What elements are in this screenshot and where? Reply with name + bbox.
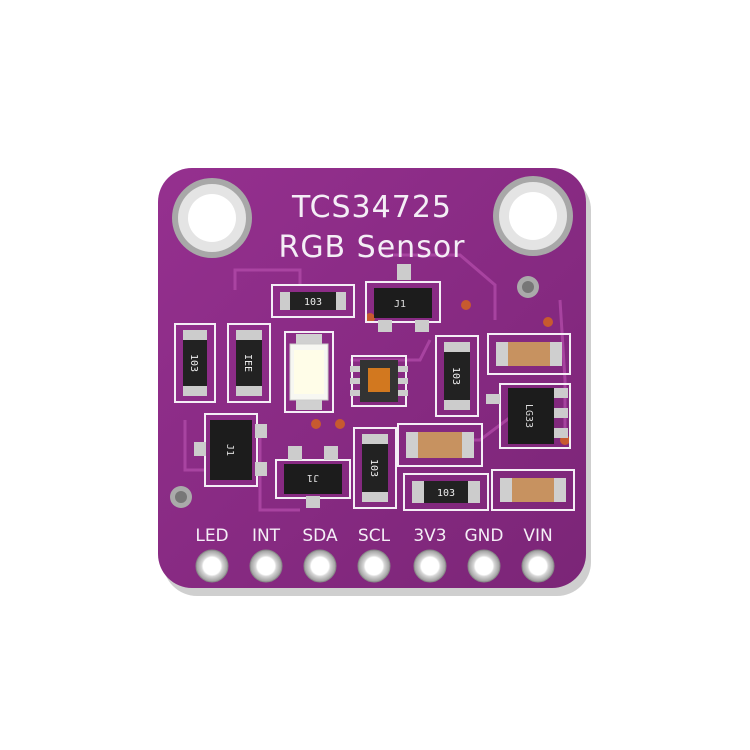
resistor-mid-2: 103 xyxy=(353,427,397,509)
resistor-left-2-code: IEE xyxy=(242,354,253,372)
resistor-bottom-code: 103 xyxy=(437,488,455,499)
pin-pad-led xyxy=(195,549,229,583)
resistor-left-code: 103 xyxy=(188,354,199,372)
pin-label-vin: VIN xyxy=(523,526,552,546)
pin-pad-gnd xyxy=(467,549,501,583)
pin-label-sda: SDA xyxy=(302,526,338,546)
resistor-mid: 103 xyxy=(435,335,479,417)
pin-label-int: INT xyxy=(252,526,281,546)
regulator-code: LG33 xyxy=(523,404,534,428)
pin-label-led: LED xyxy=(195,526,228,546)
resistor-mid-2-code: 103 xyxy=(368,459,379,477)
capacitor-top-right xyxy=(487,333,571,375)
voltage-regulator: LG33 xyxy=(486,383,571,449)
board-title-line2: RGB Sensor xyxy=(278,230,465,265)
color-sensor-chip xyxy=(350,355,408,407)
mounting-hole-left xyxy=(172,178,252,258)
pin-pad-sda xyxy=(303,549,337,583)
board-title-line1: TCS34725 xyxy=(291,190,452,225)
pcb-traces xyxy=(183,253,567,512)
transistor-top-code: J1 xyxy=(394,299,406,310)
transistor-left-code: J1 xyxy=(224,444,235,456)
pin-pad-int xyxy=(249,549,283,583)
pin-labels: LED INT SDA SCL 3V3 GND VIN xyxy=(195,526,552,546)
resistor-left-2: IEE xyxy=(227,323,271,403)
resistor-bottom: 103 xyxy=(403,473,489,511)
pin-pad-vin xyxy=(521,549,555,583)
capacitor-bottom-right xyxy=(491,469,575,511)
test-pad-left xyxy=(170,486,192,508)
resistor-top-code: 103 xyxy=(304,297,322,308)
capacitor-mid xyxy=(397,423,483,467)
white-led xyxy=(284,331,334,413)
pin-label-3v3: 3V3 xyxy=(413,526,446,546)
resistor-top: 103 xyxy=(271,284,355,318)
pin-label-gnd: GND xyxy=(465,526,504,546)
pin-label-scl: SCL xyxy=(358,526,391,546)
transistor-top: J1 xyxy=(365,264,441,332)
transistor-left: J1 xyxy=(194,413,267,487)
transistor-mid: J1 xyxy=(275,446,351,508)
pin-pad-3v3 xyxy=(413,549,447,583)
pin-pad-scl xyxy=(357,549,391,583)
resistor-left: 103 xyxy=(174,323,216,403)
test-pad-top-right xyxy=(517,276,539,298)
mounting-hole-right xyxy=(493,176,573,256)
transistor-mid-code: J1 xyxy=(307,472,319,483)
resistor-mid-code: 103 xyxy=(450,367,461,385)
header-pads xyxy=(195,549,555,583)
